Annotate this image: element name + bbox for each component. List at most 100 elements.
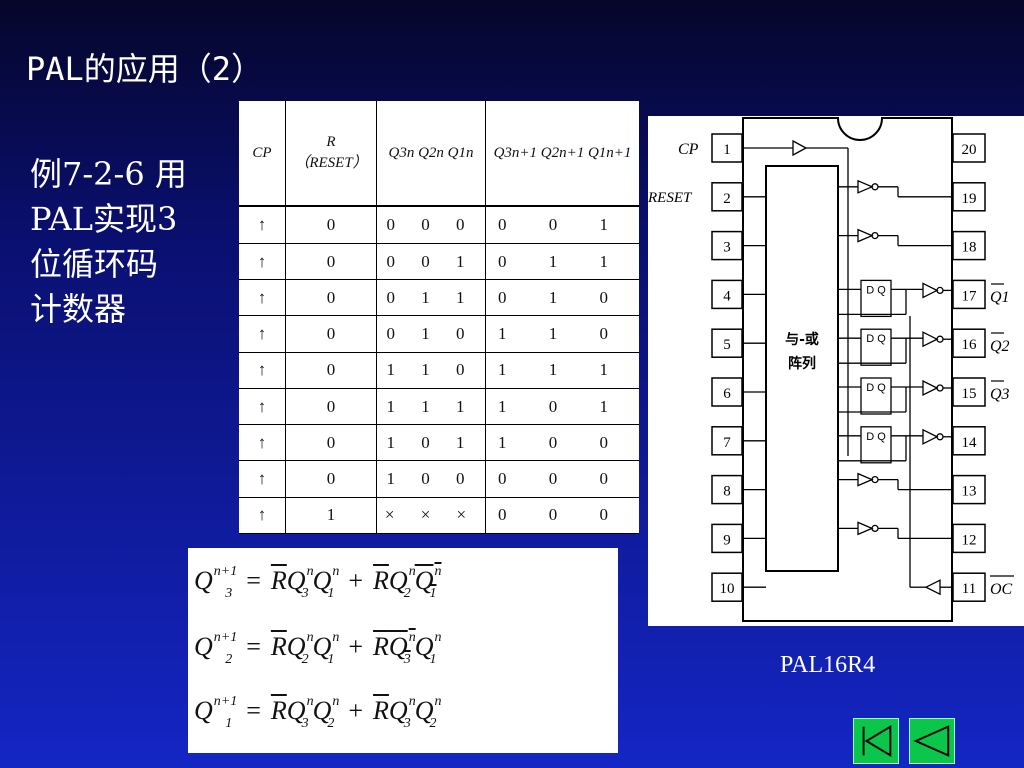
example-line: 计数器: [30, 290, 127, 328]
eq-subscript: 1: [327, 652, 335, 667]
eq-symbol-q: Q: [312, 566, 332, 595]
eq-symbol-q: Q: [286, 696, 306, 725]
pin-label-oc: OC: [990, 581, 1013, 598]
eq-subscript: 3: [403, 652, 411, 667]
pin-number: 20: [962, 142, 977, 158]
eq-symbol-q: Q: [312, 632, 332, 661]
pin-number: 6: [723, 386, 731, 402]
pin-label-q1: Q1: [990, 289, 1010, 306]
table-cell-q: 1 0 0: [376, 460, 486, 498]
eq-superscript: n: [434, 694, 442, 709]
truth-table: CP R （RESET） Q3n Q2n Q1n Q3n+1 Q2n+1 Q1n…: [239, 101, 639, 535]
flip-flop-label: D Q: [866, 333, 886, 345]
pin-label-q3: Q3: [990, 386, 1010, 403]
pin-number: 1: [723, 142, 731, 158]
table-cell-cp: ↑: [239, 388, 286, 426]
eq-symbol-q: Q: [388, 632, 408, 661]
pin-box: [711, 230, 743, 261]
pin-box: [711, 426, 743, 456]
eq-equals: =: [246, 632, 261, 661]
pin-number: 10: [720, 581, 735, 597]
first-slide-icon: [862, 724, 892, 758]
pin-label-reset: RESET: [648, 190, 693, 206]
table-cell-qn: 0 0 0: [485, 460, 639, 498]
eq-subscript: 1: [225, 716, 233, 731]
example-line: 位循环码: [30, 245, 159, 283]
table-cell-cp: ↑: [239, 497, 286, 535]
table-cell-r: 0: [285, 206, 377, 244]
eq-factor: Qn2: [287, 630, 314, 667]
eq-equals: =: [246, 696, 261, 725]
pin-box: [952, 426, 986, 456]
eq-plus: +: [348, 566, 364, 595]
pin-number: 15: [962, 386, 977, 402]
eq-factor: Qn1: [312, 630, 340, 667]
eq-equals: =: [246, 566, 261, 595]
eq-factor: Qn2: [312, 694, 340, 731]
eq-factor: Qn3: [286, 564, 314, 601]
eq-subscript: 2: [301, 652, 309, 667]
header-q-next: Q3n+1 Q2n+1 Q1n+1: [485, 101, 639, 208]
example-description: 例7-2-6 用 PAL实现3 位循环码 计数器: [30, 152, 240, 332]
pin-number: 17: [962, 288, 978, 304]
eq-subscript: 2: [225, 652, 233, 667]
eq-symbol-r: R: [373, 696, 389, 725]
flip-flop-label: D Q: [866, 431, 886, 443]
pin-number: 13: [962, 484, 977, 500]
pin-box: [952, 474, 986, 505]
previous-slide-button[interactable]: [909, 718, 955, 764]
table-cell-r: 0: [285, 279, 377, 317]
eq-superscript: n: [408, 630, 416, 645]
pin-number: 16: [962, 337, 978, 353]
pin-number: 11: [962, 581, 976, 597]
eq-subscript: 3: [301, 716, 309, 731]
and-or-array: [765, 165, 839, 572]
eq-factor: Qn1: [312, 564, 340, 601]
pin-number: 2: [723, 191, 731, 207]
eq-symbol-r: R: [373, 566, 389, 595]
d-flip-flop: [860, 279, 892, 318]
eq-superscript: n: [408, 694, 416, 709]
pin-number: 5: [723, 337, 731, 353]
table-cell-q: 0 0 0: [376, 206, 486, 244]
first-slide-button[interactable]: [853, 718, 899, 764]
eq-symbol-q: Q: [286, 566, 306, 595]
pin-box: [952, 377, 986, 407]
eq-superscript: n: [306, 630, 314, 645]
table-cell-q: 0 1 1: [376, 279, 486, 317]
pin-label-q2: Q2: [990, 338, 1010, 355]
table-cell-r: 0: [285, 424, 377, 462]
eq-factor: Qn1: [415, 564, 442, 601]
eq-symbol-q: Q: [388, 696, 408, 725]
pin-box: [711, 328, 743, 358]
eq-subscript: 3: [225, 586, 233, 601]
pin-box: [711, 279, 743, 310]
eq-symbol-q: Q: [414, 696, 434, 725]
table-cell-qn: 1 1 1: [485, 352, 639, 389]
table-cell-cp: ↑: [239, 460, 286, 498]
eq-factor: Qn2: [414, 694, 442, 731]
pin-number: 12: [962, 532, 977, 548]
eq-subscript: 1: [327, 586, 335, 601]
eq-symbol-r: R: [373, 632, 389, 661]
eq-factor: Qn3: [286, 694, 314, 731]
pin-box: [952, 328, 986, 358]
table-cell-q: 0 0 1: [376, 243, 486, 281]
pin-number: 9: [723, 532, 731, 548]
header-reset: R （RESET）: [285, 101, 377, 208]
previous-slide-icon: [913, 725, 950, 757]
eq-symbol-q: Q: [312, 696, 332, 725]
table-cell-r: 1: [285, 497, 377, 535]
pin-box: [952, 279, 986, 310]
pin-number: 19: [962, 191, 977, 207]
header-q-now: Q3n Q2n Q1n: [376, 101, 486, 208]
table-cell-cp: ↑: [239, 279, 286, 317]
